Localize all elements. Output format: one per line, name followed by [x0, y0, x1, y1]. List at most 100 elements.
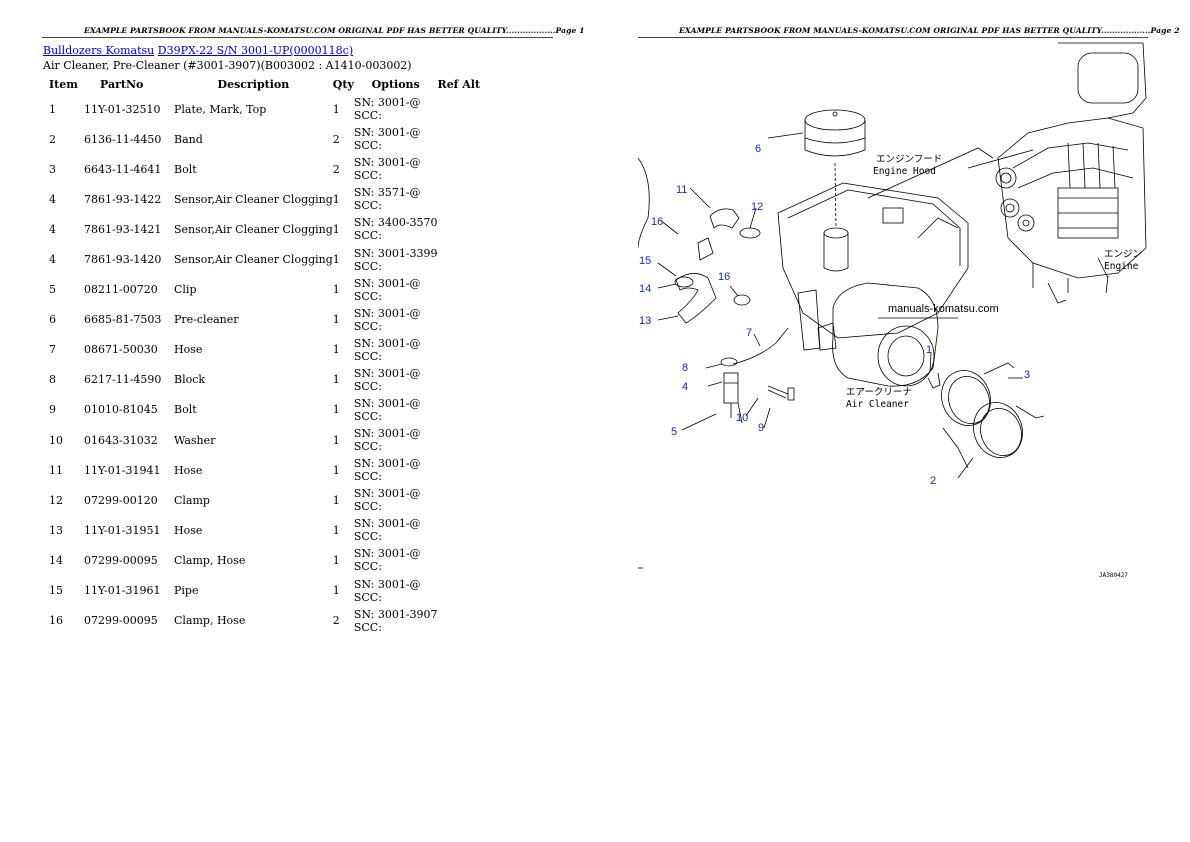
cell-item: 15	[49, 584, 63, 598]
col-header-options: Options	[371, 78, 420, 91]
breadcrumb-link-model[interactable]: D39PX-22 S/N 3001-UP(0000118c)	[157, 44, 354, 57]
callout-16-a: 16	[651, 216, 663, 228]
cell-item: 10	[49, 433, 63, 447]
cell-description: Bolt	[174, 162, 197, 176]
cell-item: 16	[49, 614, 63, 628]
serial-range: SN: 3001-@	[353, 547, 421, 561]
scc-code: SCC:	[353, 470, 382, 484]
cell-options: SN: 3001-@SCC:	[354, 545, 438, 575]
cell-description: Clamp, Hose	[174, 614, 246, 628]
cell-qty: 1	[332, 253, 340, 267]
scc-code: SCC:	[353, 409, 382, 423]
scc-code: SCC:	[353, 590, 382, 604]
cell-partno: 6685-81-7503	[84, 313, 162, 327]
header-divider	[42, 37, 553, 38]
cell-partno: 7861-93-1421	[84, 222, 162, 236]
cell-description: Hose	[174, 523, 203, 537]
callout-14: 14	[639, 283, 651, 295]
cell-ref-alt	[438, 275, 488, 305]
cell-options: SN: 3001-@SCC:	[354, 94, 438, 124]
cell-item: 5	[49, 283, 56, 297]
engine-label-en: Engine	[1104, 261, 1139, 272]
cell-qty: 1	[332, 553, 340, 567]
scc-code: SCC:	[353, 620, 382, 634]
cell-item: 11	[49, 463, 63, 477]
cell-qty: 1	[332, 373, 340, 387]
serial-range: SN: 3001-@	[353, 487, 421, 501]
cell-options: SN: 3001-@SCC:	[354, 455, 438, 485]
cell-item: 13	[49, 523, 63, 537]
cell-ref-alt	[438, 244, 488, 274]
callout-2: 2	[930, 475, 936, 487]
cell-qty: 1	[332, 222, 340, 236]
cell-item: 2	[49, 132, 56, 146]
cell-partno: 6136-11-4450	[84, 132, 162, 146]
cell-item: 4	[49, 253, 56, 267]
engine-label-jp: エンジン	[1104, 249, 1142, 260]
col-header-ref-alt: Ref Alt	[437, 78, 481, 91]
scc-code: SCC:	[353, 379, 382, 393]
cell-partno: 7861-93-1420	[84, 253, 162, 267]
scc-code: SCC:	[353, 349, 382, 363]
diagram-page: EXAMPLE PARTSBOOK FROM MANUALS-KOMATSU.C…	[595, 0, 1190, 842]
col-header-partno: PartNo	[100, 78, 144, 91]
cell-options: SN: 3001-@SCC:	[354, 124, 438, 154]
callout-1: 1	[926, 344, 932, 356]
serial-range: SN: 3001-@	[353, 96, 421, 110]
cell-qty: 1	[332, 584, 340, 598]
col-header-qty: Qty	[332, 78, 354, 91]
scc-code: SCC:	[353, 319, 382, 333]
cell-description: Clip	[174, 283, 197, 297]
breadcrumb-link-category[interactable]: Bulldozers Komatsu	[43, 44, 155, 57]
parts-table: Item PartNo Description Qty Options Ref …	[43, 75, 488, 636]
serial-range: SN: 3571-@	[353, 186, 421, 200]
cell-ref-alt	[438, 365, 488, 395]
callout-4: 4	[682, 381, 688, 393]
cell-ref-alt	[438, 94, 488, 124]
cell-ref-alt	[438, 545, 488, 575]
serial-range: SN: 3001-@	[353, 457, 421, 471]
diagram-linework	[638, 42, 1147, 569]
cell-ref-alt	[438, 425, 488, 455]
cell-description: Hose	[174, 343, 203, 357]
scc-code: SCC:	[353, 500, 382, 514]
cell-item: 6	[49, 313, 56, 327]
serial-range: SN: 3001-@	[353, 306, 421, 320]
scc-code: SCC:	[353, 259, 382, 273]
cell-description: Washer	[174, 433, 216, 447]
exploded-parts-diagram: 6 11 12 16 15 16 14 13 7 1 8 3 4 10 9 5 …	[638, 42, 1147, 579]
cell-options: SN: 3571-@SCC:	[354, 184, 438, 214]
cell-ref-alt	[438, 335, 488, 365]
cell-partno: 7861-93-1422	[84, 192, 162, 206]
cell-qty: 2	[332, 162, 340, 176]
col-header-description: Description	[217, 78, 290, 91]
serial-range: SN: 3001-@	[353, 366, 421, 380]
callout-12: 12	[751, 201, 763, 213]
cell-qty: 1	[332, 463, 340, 477]
scc-code: SCC:	[353, 169, 382, 183]
air-cleaner-label-jp: エアークリーナ	[846, 387, 912, 398]
callout-13: 13	[639, 315, 651, 327]
section-title: Air Cleaner, Pre-Cleaner (#3001-3907)(B0…	[43, 59, 412, 72]
cell-ref-alt	[438, 184, 488, 214]
cell-ref-alt	[438, 154, 488, 184]
page-header: EXAMPLE PARTSBOOK FROM MANUALS-KOMATSU.C…	[84, 26, 585, 35]
cell-partno: 07299-00095	[84, 553, 158, 567]
cell-options: SN: 3001-@SCC:	[354, 576, 438, 606]
cell-partno: 11Y-01-31951	[84, 523, 161, 537]
cell-description: Band	[174, 132, 203, 146]
scc-code: SCC:	[353, 530, 382, 544]
